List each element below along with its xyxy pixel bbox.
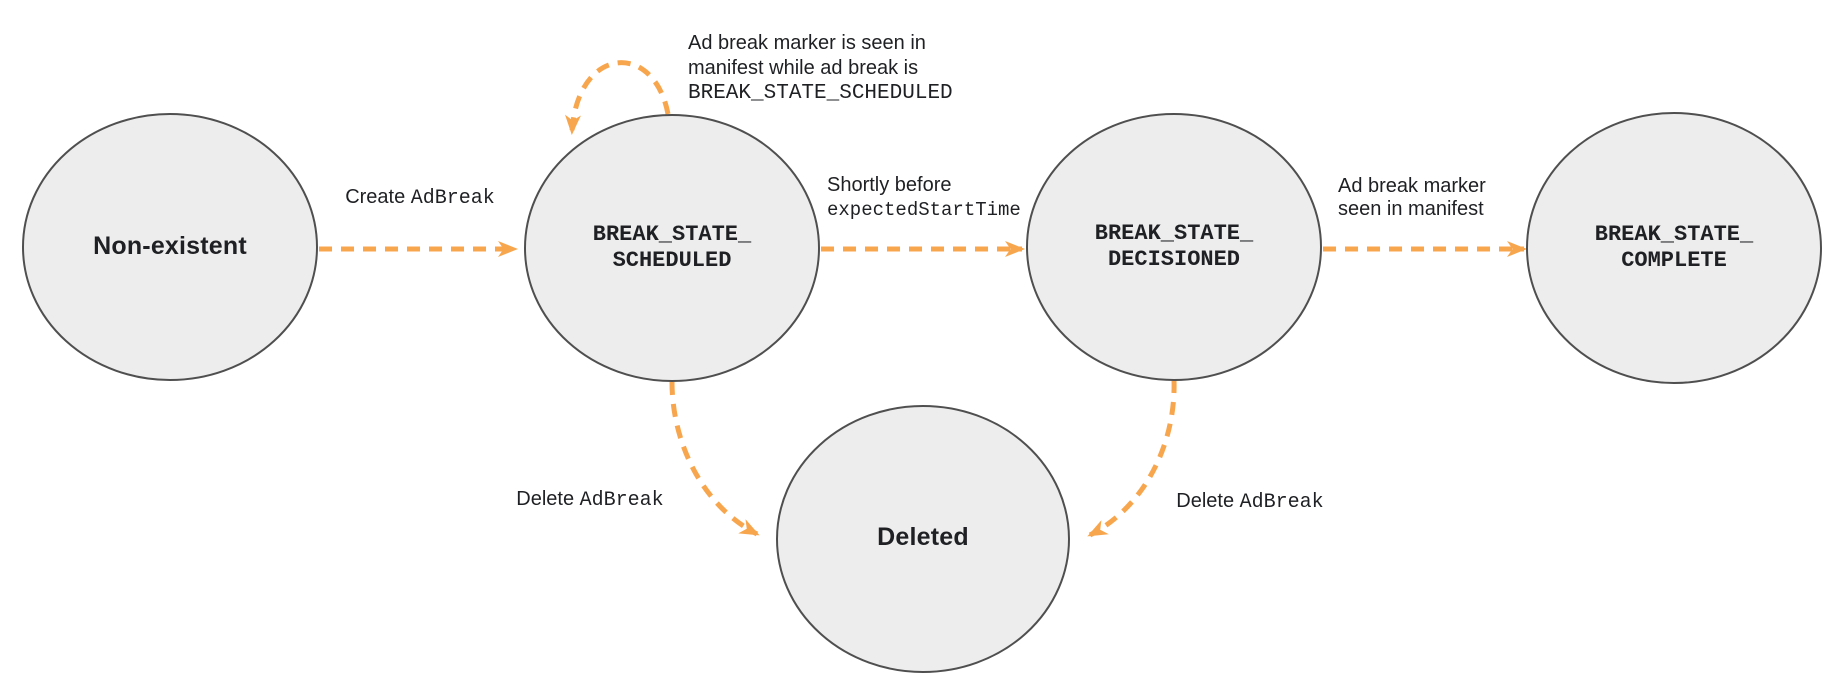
edge-self-loop-scheduled: [565, 60, 671, 135]
edge-delete-from-decisioned: [1087, 379, 1177, 538]
node-deleted: [776, 405, 1070, 673]
edge-label-code: AdBreak: [1239, 491, 1324, 514]
node-non-existent: [22, 113, 318, 381]
edge-label-shortly-before: Shortly before expectedStartTime: [827, 173, 1021, 223]
nodes: [22, 112, 1822, 673]
edge-label-marker-seen: Ad break marker seen in manifest: [1338, 175, 1486, 221]
node-label-break-state-decisioned: BREAK_STATE_ DECISIONED: [1024, 221, 1324, 273]
node-label-line: COMPLETE: [1621, 248, 1727, 273]
edge-label-code: AdBreak: [410, 187, 495, 210]
node-label-line: DECISIONED: [1107, 247, 1241, 272]
edge-label-text: Ad break marker is seen in: [688, 32, 926, 54]
edge-label-text: seen in manifest: [1338, 198, 1484, 220]
edge-label-code: AdBreak: [579, 489, 664, 512]
edge-label-text: manifest while ad break is: [688, 57, 919, 79]
node-label-line: SCHEDULED: [612, 248, 732, 273]
edges: [319, 60, 1527, 538]
edge-label-text: Delete: [1176, 490, 1235, 512]
node-label-non-existent: Non-existent: [93, 232, 247, 260]
node-label-deleted: Deleted: [877, 523, 969, 551]
edge-label-text: Ad break marker: [1338, 175, 1486, 197]
edge-label-code: BREAK_STATE_SCHEDULED: [688, 82, 953, 105]
edge-label-self-loop: Ad break marker is seen in manifest whil…: [688, 31, 953, 106]
edge-label-text: Create: [345, 186, 406, 208]
node-label-line: BREAK_STATE_: [592, 222, 752, 247]
edge-label-create-adbreak: Create AdBreak: [320, 185, 520, 211]
node-label-break-state-scheduled: BREAK_STATE_ SCHEDULED: [522, 222, 822, 274]
edge-label-text: Shortly before: [827, 174, 952, 196]
edge-delete-from-scheduled: [669, 381, 760, 537]
node-break-state-complete: [1526, 112, 1822, 384]
edge-label-delete-adbreak-left: Delete AdBreak: [490, 487, 690, 513]
node-label-line: BREAK_STATE_: [1594, 222, 1754, 247]
node-label-break-state-complete: BREAK_STATE_ COMPLETE: [1524, 222, 1824, 274]
edge-label-code: expectedStartTime: [827, 199, 1021, 221]
edge-label-text: Delete: [516, 488, 575, 510]
node-break-state-decisioned: [1026, 113, 1322, 381]
edge-label-delete-adbreak-right: Delete AdBreak: [1150, 489, 1350, 515]
node-label-line: BREAK_STATE_: [1094, 221, 1254, 246]
node-break-state-scheduled: [524, 114, 820, 382]
